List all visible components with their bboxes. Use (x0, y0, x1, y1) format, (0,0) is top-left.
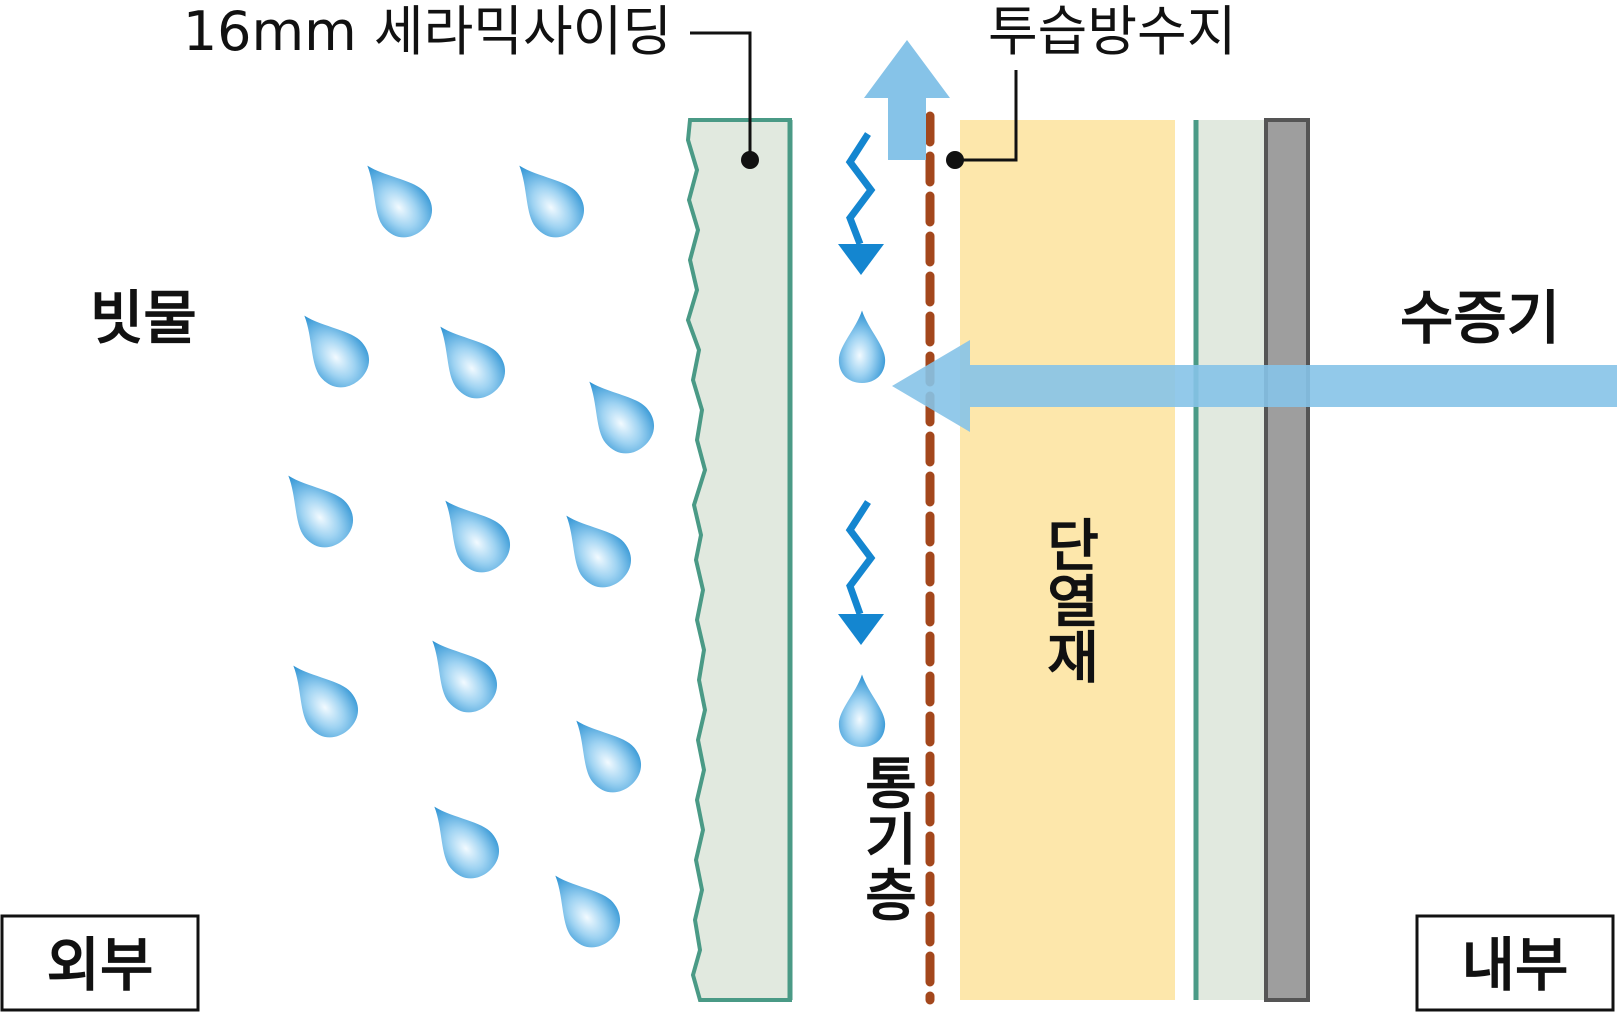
membrane-leader-line (955, 70, 1018, 162)
raindrop-icon (545, 498, 642, 598)
rain-drops-group (267, 148, 665, 958)
raindrop-icon (534, 858, 631, 958)
raindrop-icon (498, 148, 595, 248)
raindrop-icon (838, 310, 886, 384)
interior-label-box (1415, 914, 1615, 1012)
raindrop-icon (267, 458, 364, 558)
interior-label: 내부 (1462, 931, 1569, 999)
membrane-leader-dot (946, 151, 964, 169)
air-gap-label: 통기층 (854, 754, 919, 922)
upward-air-arrow-icon (864, 40, 950, 160)
siding-leader-line (690, 31, 752, 160)
ceramic-siding-panel (685, 118, 792, 1002)
rainwater-label: 빗물 (90, 284, 197, 352)
interior-sheathing (1196, 120, 1266, 1000)
insulation-board (960, 120, 1175, 1000)
drip-arrow-upper-icon (838, 132, 884, 275)
raindrop-icon (419, 309, 516, 409)
breathable-membrane-label: 투습방수지 (988, 0, 1236, 63)
exterior-label: 외부 (47, 931, 154, 999)
ceramic-siding-label: 16mm 세라믹사이딩 (183, 0, 672, 63)
raindrop-icon (272, 648, 369, 748)
raindrop-icon (283, 298, 380, 398)
raindrop-icon (555, 703, 652, 803)
interior-wall-board (1264, 118, 1310, 1002)
water-vapor-label: 수증기 (1400, 284, 1560, 352)
exterior-label-box (0, 914, 200, 1012)
vapor-arrow-icon (892, 340, 1617, 432)
raindrop-icon (413, 789, 510, 889)
insulation-label: 단열재 (1036, 516, 1101, 684)
drip-arrow-lower-icon (838, 500, 884, 645)
raindrop-icon (424, 483, 521, 583)
raindrop-icon (411, 623, 508, 723)
raindrop-icon (568, 364, 665, 464)
raindrop-icon (838, 674, 886, 748)
siding-leader-dot (741, 151, 759, 169)
raindrop-icon (346, 148, 443, 248)
